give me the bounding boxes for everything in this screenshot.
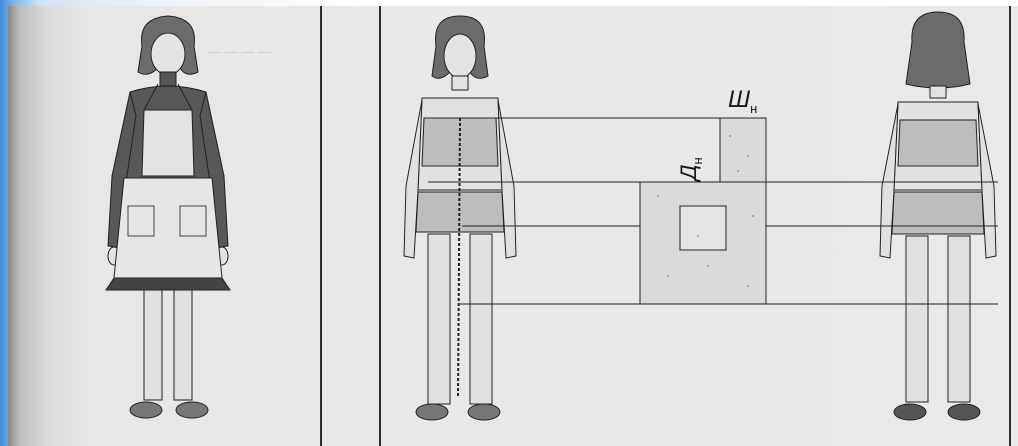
length-label: Дн [676,157,705,180]
girl-front-figure-icon [404,16,516,420]
shoulder-width-label: Шн [728,86,757,116]
measurement-diagram [8,6,1018,446]
fabric-inner-square [680,206,726,250]
girl-back-figure-icon [880,12,996,420]
book-page-scan: — — — — [8,6,1018,446]
fabric-narrow-rect [720,118,766,182]
